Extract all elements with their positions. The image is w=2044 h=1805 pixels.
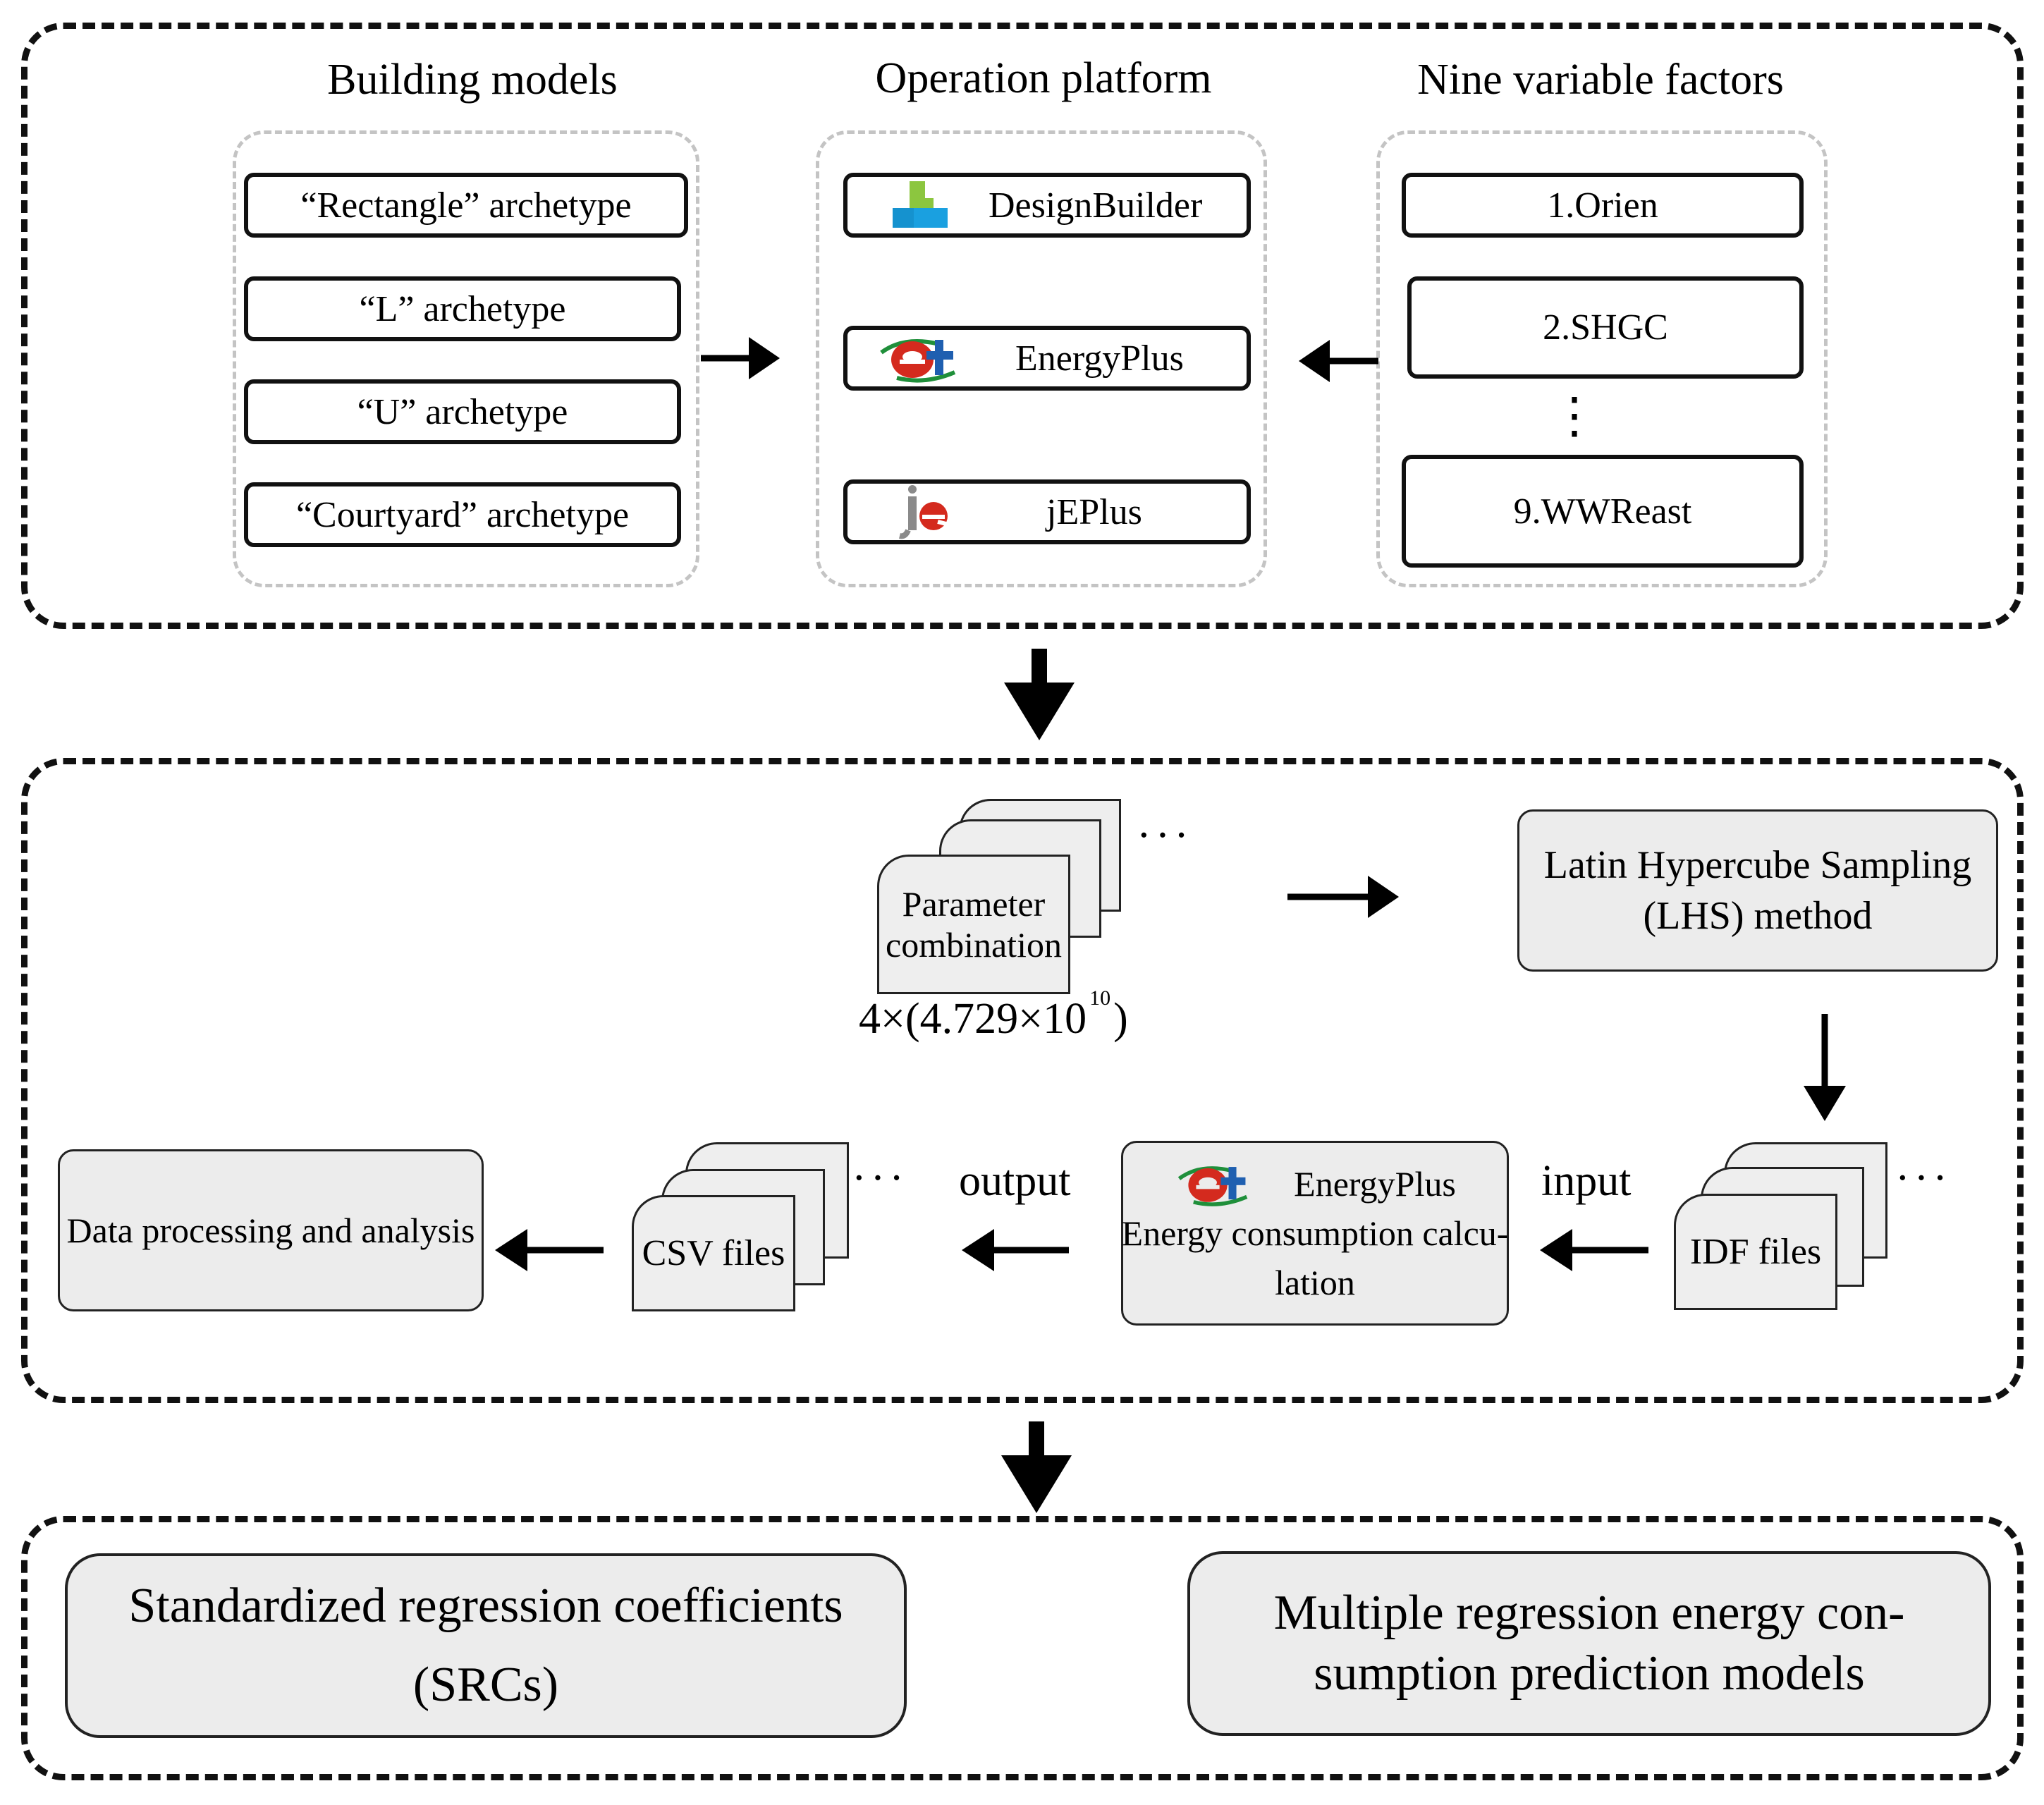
arrow-energyplus-to-csv <box>962 1229 1069 1271</box>
energyplus-calc-header: EnergyPlus <box>1174 1159 1456 1209</box>
input-label: input <box>1541 1157 1632 1205</box>
idf-label: IDF files <box>1689 1232 1822 1272</box>
energyplus-label: EnergyPlus <box>1015 338 1184 379</box>
parameter-count-close: ) <box>1113 995 1128 1043</box>
section-model-setup <box>21 23 2024 629</box>
lhs-line1: Latin Hypercube Sampling <box>1543 843 1972 887</box>
designbuilder-box: DesignBuilder <box>843 173 1251 238</box>
jeplus-box: jEPlus <box>843 479 1251 544</box>
parameter-count-base: 4×(4.729×10 <box>859 995 1087 1043</box>
models-line1: Multiple regression energy con- <box>1273 1586 1905 1640</box>
factor-ellipsis: ⋮ <box>1550 389 1599 443</box>
output-label: output <box>959 1157 1071 1205</box>
arrow-models-to-platform <box>701 337 780 379</box>
l-archetype-box: “L” archetype <box>244 276 681 341</box>
building-models-group <box>233 130 699 587</box>
energyplus-calculation-box: EnergyPlus Energy consumption calcu- lat… <box>1121 1141 1509 1326</box>
src-line1: Standardized regression coefficients <box>128 1579 843 1633</box>
rectangle-archetype-box: “Rectangle” archetype <box>244 173 688 238</box>
parameter-card-front: Parameter combination <box>877 855 1070 994</box>
building-models-heading: Building models <box>327 56 618 104</box>
energyplus-box: EnergyPlus <box>843 326 1251 391</box>
energyplus-logo-icon <box>876 331 967 385</box>
models-line2: sumption prediction models <box>1314 1646 1865 1701</box>
jeplus-logo-icon <box>898 484 955 540</box>
idf-card-front: IDF files <box>1674 1194 1837 1310</box>
prediction-models-box: Multiple regression energy con- sumption… <box>1187 1551 1991 1736</box>
idf-ellipsis: ··· <box>1895 1154 1952 1202</box>
parameter-label-line1: Parameter <box>902 884 1046 924</box>
variable-factors-heading: Nine variable factors <box>1417 56 1784 104</box>
lhs-method-box: Latin Hypercube Sampling (LHS) method <box>1517 809 1998 972</box>
energyplus-calc-logo-icon <box>1174 1159 1259 1209</box>
parameter-count-exponent: 10 <box>1089 986 1111 1010</box>
lhs-line2: (LHS) method <box>1643 894 1873 938</box>
arrow-parameter-to-lhs <box>1287 876 1399 918</box>
data-processing-label: Data processing and analysis <box>66 1211 475 1250</box>
parameter-label-line2: combination <box>886 925 1062 965</box>
section-results <box>21 1516 2024 1780</box>
data-processing-box: Data processing and analysis <box>58 1149 484 1311</box>
src-box: Standardized regression coefficients (SR… <box>65 1553 907 1738</box>
arrow-factors-to-platform <box>1299 340 1378 382</box>
section-simulation <box>21 758 2024 1403</box>
factor-wwreast-box: 9.WWReast <box>1402 455 1804 568</box>
arrow-section1-to-section2 <box>1004 649 1075 740</box>
designbuilder-label: DesignBuilder <box>989 185 1203 226</box>
factor-orien-box: 1.Orien <box>1402 173 1804 238</box>
arrow-lhs-to-idf <box>1804 1014 1846 1121</box>
operation-platform-heading: Operation platform <box>875 54 1212 102</box>
parameter-ellipsis: ··· <box>1137 812 1193 859</box>
energyplus-calc-line1: Energy consumption calcu- <box>1121 1213 1509 1253</box>
designbuilder-logo-icon <box>890 180 953 231</box>
energyplus-calc-line2: lation <box>1275 1263 1355 1302</box>
jeplus-label: jEPlus <box>1046 491 1142 532</box>
courtyard-archetype-box: “Courtyard” archetype <box>244 482 681 547</box>
energyplus-calc-title: EnergyPlus <box>1294 1164 1456 1204</box>
arrow-csv-to-analysis <box>495 1229 604 1271</box>
csv-label: CSV files <box>642 1233 785 1273</box>
operation-platform-group <box>816 130 1267 587</box>
src-line2: (SRCs) <box>412 1658 559 1712</box>
u-archetype-box: “U” archetype <box>244 379 681 444</box>
csv-ellipsis: ··· <box>852 1154 908 1202</box>
arrow-idf-to-energyplus <box>1540 1229 1648 1271</box>
factor-shgc-box: 2.SHGC <box>1407 276 1804 379</box>
csv-card-front: CSV files <box>632 1195 795 1311</box>
arrow-section2-to-section3 <box>1001 1421 1072 1513</box>
